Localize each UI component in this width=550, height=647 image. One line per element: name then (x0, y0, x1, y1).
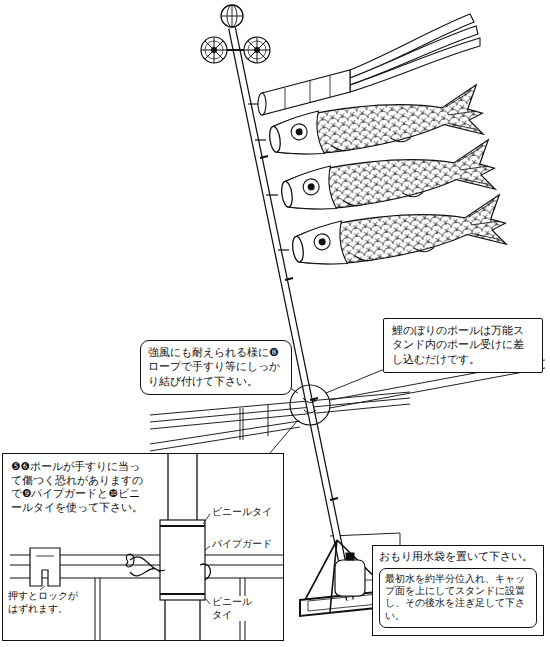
rope (130, 557, 210, 580)
inset-detail (36, 556, 54, 557)
carp-streamer (278, 249, 289, 250)
fukinagashi-streamer (285, 76, 330, 109)
callout-box: 強風にも耐えられる様に❽ロープで手すり等にしっかり結び付けて下さい。 (140, 340, 292, 395)
handrail (150, 392, 410, 429)
pipe-guard (160, 520, 205, 600)
fukinagashi-streamer (248, 14, 480, 115)
detail-circle (290, 385, 330, 425)
note-box: おもり用水袋を置いて下さい。最初水を約半分位入れ、キャップ面を上にしてスタンドに… (372, 545, 544, 636)
carp-streamer (266, 84, 485, 163)
note-text: 強風にも耐えられる様に❽ロープで手すり等にしっかり結び付けて下さい。 (148, 346, 284, 389)
fukinagashi-streamer (258, 93, 266, 115)
inset-detail (160, 526, 205, 594)
handrail (240, 405, 268, 440)
water-bag (335, 553, 372, 596)
arrow-wheel (201, 37, 270, 63)
carp-streamer (255, 84, 508, 273)
carp-streamer (278, 139, 497, 218)
water-bag (346, 553, 354, 560)
water-bag (335, 560, 365, 596)
note-text: 最初水を約半分位入れ、キャップ面を上にしてスタンドに設置し、その後水を注ぎ足して… (385, 573, 531, 622)
leader-line (205, 598, 210, 604)
detail-circle (290, 385, 330, 425)
pole-top-ball (221, 5, 243, 27)
part-label: ビニールタイ (212, 596, 256, 621)
pole-top-ball (221, 5, 243, 27)
leader-line (205, 546, 210, 550)
carp-streamer (266, 194, 278, 195)
note-inner-box: 最初水を約半分位入れ、キャップ面を上にしてスタンドに設置し、その後水を注ぎ足して… (379, 568, 537, 628)
fukinagashi-streamer (262, 70, 350, 115)
leader-line (203, 514, 210, 604)
clamp (30, 548, 60, 586)
pole-top-ball (221, 5, 243, 27)
arrow-wheel (201, 37, 227, 63)
carp-streamer (255, 139, 266, 140)
detail-circle (303, 398, 317, 413)
leader-line (270, 420, 298, 453)
part-label: ビニールタイ (212, 506, 272, 519)
part-label: 押すとロックがはずれます。 (8, 590, 80, 615)
callout-box: 鯉のぼりのポールは万能スタンド内のポール受けに差し込むだけです。 (383, 318, 543, 373)
inset-detail (168, 453, 197, 530)
fukinagashi-streamer (350, 38, 480, 92)
note-text: 鯉のぼりのポールは万能スタンド内のポール受けに差し込むだけです。 (392, 324, 534, 367)
arrow-wheel (244, 37, 270, 63)
note-text: ❺❻ポールが手すりに当って傷つく恐れがありますので❾パイプガードと❿ビニールタイ… (11, 460, 145, 515)
leader-line (203, 514, 210, 524)
water-bag (365, 580, 372, 581)
fukinagashi-streamer (248, 103, 258, 104)
carp-streamer (289, 194, 508, 273)
note-text: おもり用水袋を置いて下さい。 (379, 550, 537, 564)
part-label: パイプガード (212, 538, 272, 551)
handrail (150, 421, 300, 451)
inset-detail (126, 554, 134, 567)
fukinagashi-streamer (350, 26, 478, 85)
